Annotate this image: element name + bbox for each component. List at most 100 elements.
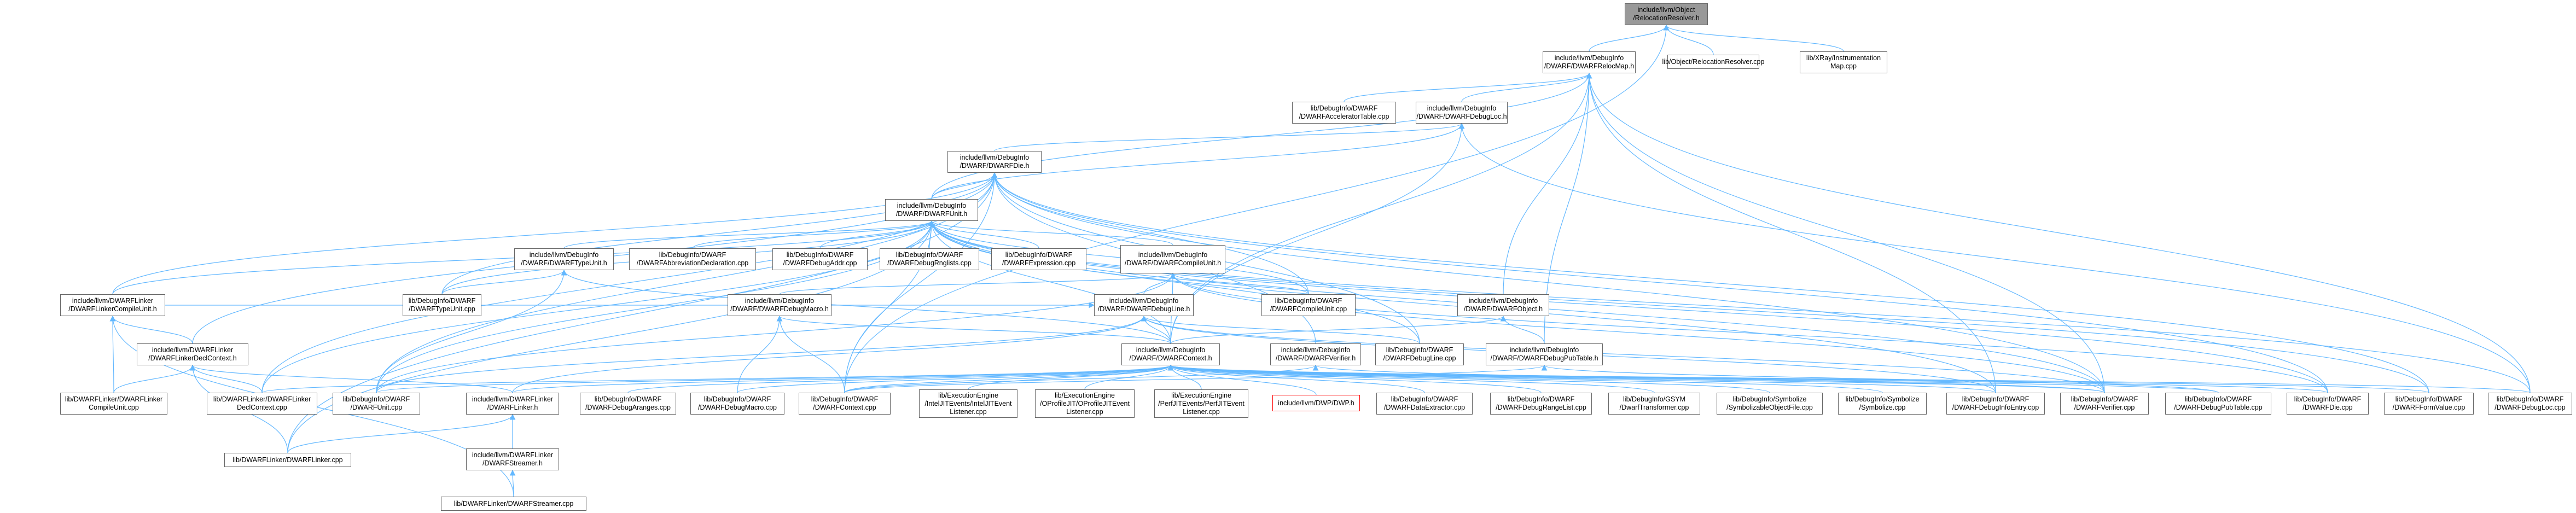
dependency-edge: [189, 364, 513, 393]
dependency-edge: [376, 269, 567, 393]
dependency-edge: [1500, 315, 1545, 344]
graph-node-unitcpp[interactable]: lib/DebugInfo/DWARF /DWARFUnit.cpp: [333, 393, 420, 415]
graph-node-pubtablecpp[interactable]: lib/DebugInfo/DWARF /DWARFDebugPubTable.…: [2165, 393, 2271, 415]
graph-node-streamercpp[interactable]: lib/DWARFLinker/DWARFStreamer.cpp: [441, 497, 586, 511]
graph-node-unit[interactable]: include/llvm/DebugInfo /DWARF/DWARFUnit.…: [885, 199, 978, 221]
dependency-edge: [1168, 364, 1883, 393]
graph-node-symbolize[interactable]: lib/DebugInfo/Symbolize /Symbolize.cpp: [1838, 393, 1927, 415]
graph-node-debugloccpp[interactable]: lib/DebugInfo/DWARF /DWARFDebugLoc.cpp: [2488, 393, 2572, 415]
dependency-edge: [1168, 364, 1770, 393]
dependency-edge: [376, 315, 1147, 393]
dependency-edge: [1313, 364, 2105, 393]
graph-node-streamerh[interactable]: include/llvm/DWARFLinker /DWARFStreamer.…: [466, 448, 559, 470]
graph-node-context[interactable]: include/llvm/DebugInfo /DWARF/DWARFConte…: [1121, 343, 1220, 365]
graph-node-object[interactable]: include/llvm/DebugInfo /DWARF/DWARFObjec…: [1457, 294, 1549, 316]
graph-node-macro[interactable]: include/llvm/DebugInfo /DWARF/DWARFDebug…: [728, 294, 831, 316]
graph-node-aranges[interactable]: lib/DebugInfo/DWARF /DWARFDebugAranges.c…: [580, 393, 676, 415]
dependency-edge: [928, 220, 1420, 344]
dependency-edge: [287, 413, 516, 453]
graph-node-linkercucpp[interactable]: lib/DWARFLinker/DWARFLinker CompileUnit.…: [60, 393, 167, 415]
graph-node-objreloc[interactable]: lib/Object/RelocationResolver.cpp: [1662, 55, 1764, 69]
graph-node-declctx[interactable]: include/llvm/DWARFLinker /DWARFLinkerDec…: [137, 343, 248, 365]
graph-node-verifierh[interactable]: include/llvm/DebugInfo /DWARF/DWARFVerif…: [1270, 343, 1361, 365]
dependency-edge: [1168, 364, 2531, 393]
graph-node-compileunit[interactable]: include/llvm/DebugInfo /DWARF/DWARFCompi…: [1120, 245, 1225, 273]
root-node: include/llvm/Object /RelocationResolver.…: [1625, 3, 1708, 25]
dependency-edge: [968, 364, 1174, 390]
dependency-edge: [1461, 72, 1592, 102]
graph-node-rnglists[interactable]: lib/DebugInfo/DWARF /DWARFDebugRnglists.…: [880, 248, 979, 270]
dependency-edge: [1170, 72, 1592, 344]
dependency-edge: [1503, 72, 1592, 295]
graph-node-dataextractor[interactable]: lib/DebugInfo/DWARF /DWARFDataExtractor.…: [1376, 393, 1473, 415]
graph-node-contextcpp[interactable]: lib/DebugInfo/DWARF /DWARFContext.cpp: [799, 393, 891, 415]
dependency-edge: [844, 220, 935, 393]
graph-node-intel[interactable]: lib/ExecutionEngine /IntelJITEvents/Inte…: [919, 389, 1017, 418]
dependency-edge: [1589, 24, 1670, 52]
graph-node-dwarfh[interactable]: include/llvm/DWP/DWP.h: [1272, 395, 1360, 411]
graph-node-debugline[interactable]: include/llvm/DebugInfo /DWARF/DWARFDebug…: [1094, 294, 1194, 316]
dependency-edge: [441, 269, 567, 295]
graph-node-xray[interactable]: lib/XRay/Instrumentation Map.cpp: [1800, 51, 1887, 73]
graph-node-perf[interactable]: lib/ExecutionEngine /PerfJITEvents/PerfJ…: [1154, 389, 1248, 418]
graph-node-debugloc[interactable]: include/llvm/DebugInfo /DWARF/DWARFDebug…: [1416, 102, 1508, 124]
graph-node-abbrev[interactable]: lib/DebugInfo/DWARF /DWARFAbbreviationDe…: [629, 248, 756, 270]
dependency-edge: [928, 220, 1173, 246]
graph-node-diecpp[interactable]: lib/DebugInfo/DWARF /DWARFDie.cpp: [2287, 393, 2369, 415]
dependency-edge: [287, 172, 998, 453]
graph-node-rangelist[interactable]: lib/DebugInfo/DWARF /DWARFDebugRangeList…: [1490, 393, 1592, 415]
dependency-edge: [627, 364, 1174, 393]
dependency-edge: [376, 364, 1173, 393]
dependency-edge: [844, 364, 1174, 393]
graph-node-formvalue[interactable]: lib/DebugInfo/DWARF /DWARFFormValue.cpp: [2384, 393, 2474, 415]
dependency-edge: [1170, 272, 1309, 295]
dependency-edge: [1168, 364, 1996, 393]
graph-node-declctxcpp[interactable]: lib/DWARFLinker/DWARFLinker DeclContext.…: [207, 393, 317, 415]
dependency-edge: [1542, 364, 2219, 393]
graph-node-linkercpp[interactable]: lib/DWARFLinker/DWARFLinker.cpp: [224, 453, 351, 467]
dependency-edge: [1170, 272, 2105, 393]
dependency-edge: [1167, 364, 1542, 393]
dependency-edge: [1170, 272, 2328, 393]
graph-node-gsym[interactable]: lib/DebugInfo/GSYM /DwarfTransformer.cpp: [1608, 393, 1700, 415]
dependency-edge: [776, 315, 1171, 344]
dependency-edge: [1141, 315, 2105, 393]
dependency-edge: [109, 315, 116, 393]
graph-node-oprofile[interactable]: lib/ExecutionEngine /OProfileJIT/OProfil…: [1035, 389, 1135, 418]
dependency-edge: [512, 315, 1147, 393]
graph-node-linkerh[interactable]: include/llvm/DWARFLinker /DWARFLinker.h: [466, 393, 559, 415]
dependency-edge: [1170, 315, 1507, 344]
dependency-edge: [1167, 364, 1425, 393]
dependency-edge: [113, 364, 196, 393]
dependency-edge: [112, 172, 998, 295]
graph-node-addr[interactable]: lib/DebugInfo/DWARF /DWARFDebugAddr.cpp: [772, 248, 868, 270]
graph-node-debuglinecpp[interactable]: lib/DebugInfo/DWARF /DWARFDebugLine.cpp: [1375, 343, 1464, 365]
graph-node-typeunit[interactable]: include/llvm/DebugInfo /DWARF/DWARFTypeU…: [514, 248, 614, 270]
dependency-edge: [776, 315, 845, 393]
graph-node-dwarfreloc[interactable]: include/llvm/DebugInfo /DWARF/DWARFReloc…: [1543, 51, 1636, 73]
graph-node-symobj[interactable]: lib/DebugInfo/Symbolize /SymbolizableObj…: [1717, 393, 1823, 415]
graph-node-compileunitcpp[interactable]: lib/DebugInfo/DWARF /DWARFCompileUnit.cp…: [1261, 294, 1356, 316]
graph-node-linkercu[interactable]: include/llvm/DWARFLinker /DWARFLinkerCom…: [60, 294, 165, 316]
dependency-edge: [991, 172, 2328, 393]
dependency-edge: [1458, 123, 2531, 393]
graph-node-macrocpp[interactable]: lib/DebugInfo/DWARF /DWARFDebugMacro.cpp: [690, 393, 784, 415]
graph-node-typeunitcpp[interactable]: lib/DebugInfo/DWARF /DWARFTypeUnit.cpp: [403, 294, 481, 316]
graph-node-die[interactable]: include/llvm/DebugInfo /DWARF/DWARFDie.h: [947, 151, 1042, 173]
dependency-edge: [1168, 364, 2105, 393]
graph-node-pubtableh[interactable]: include/llvm/DebugInfo /DWARF/DWARFDebug…: [1486, 343, 1603, 365]
dependency-edge: [994, 123, 1465, 151]
graph-node-expression[interactable]: lib/DebugInfo/DWARF /DWARFExpression.cpp: [991, 248, 1086, 270]
dependency-edge: [509, 469, 516, 497]
graph-node-accel[interactable]: lib/DebugInfo/DWARF /DWARFAcceleratorTab…: [1292, 102, 1396, 124]
dependency-edge: [991, 172, 2429, 393]
dependency-edge: [261, 364, 1173, 393]
dependency-edge: [928, 220, 1039, 249]
graph-node-verifiercpp[interactable]: lib/DebugInfo/DWARF /DWARFVerifier.cpp: [2060, 393, 2149, 415]
dependency-edge: [441, 172, 998, 295]
graph-node-infoentry[interactable]: lib/DebugInfo/DWARF /DWARFDebugInfoEntry…: [1946, 393, 2045, 415]
dependency-edge: [563, 220, 935, 249]
dependency-edge: [109, 315, 193, 344]
